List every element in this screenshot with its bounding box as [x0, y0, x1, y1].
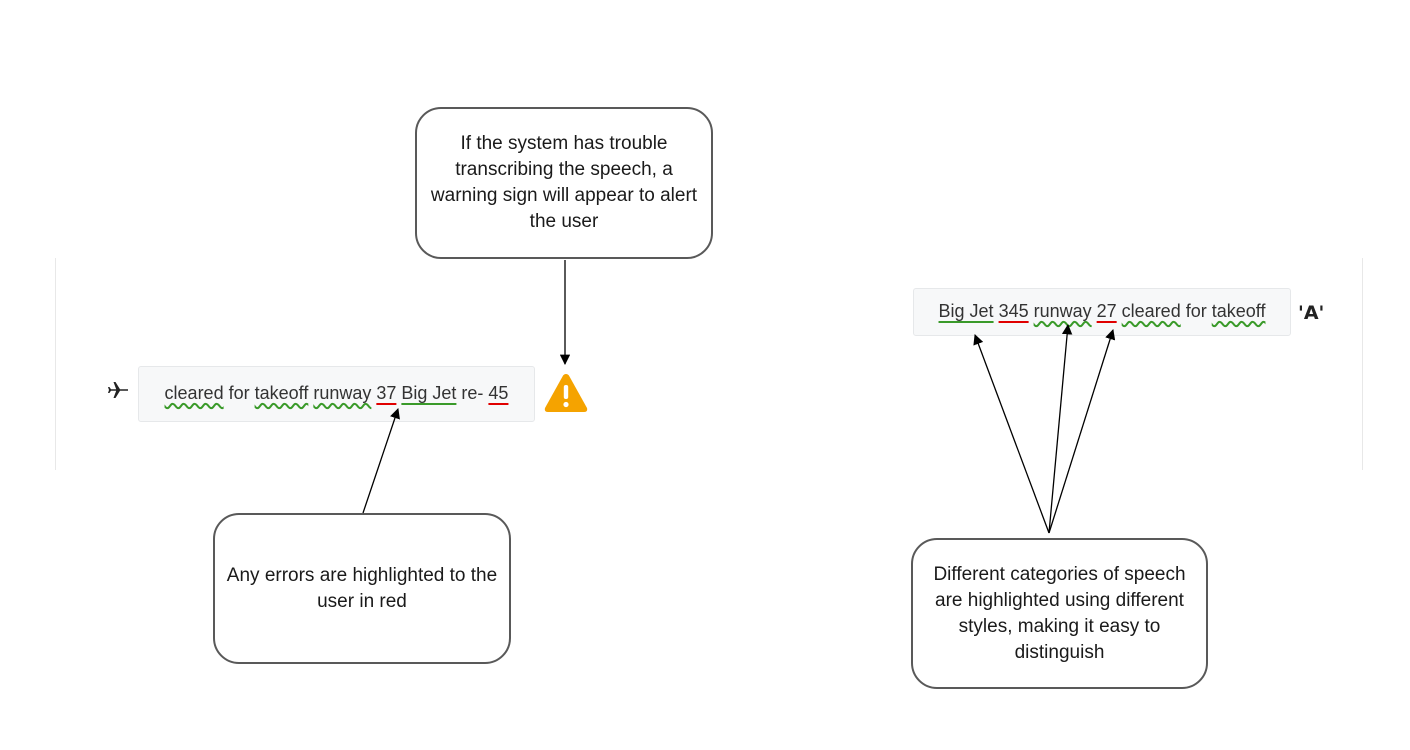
right-transcription-bubble: Big Jet 345 runway 27 cleared for takeof…	[913, 288, 1291, 336]
left-panel-edge	[55, 258, 56, 470]
warning-callout-text: If the system has trouble transcribing t…	[430, 133, 698, 232]
left-token-takeoff: takeoff	[254, 382, 309, 403]
arrow-to-27	[1048, 329, 1116, 534]
left-transcription-bubble: cleared for takeoff runway 37 Big Jet re…	[138, 366, 535, 422]
left-token-re: re-	[461, 382, 484, 403]
arrow-to-big-jet	[973, 334, 1050, 534]
warning-callout: If the system has trouble transcribing t…	[415, 107, 713, 259]
arrow-to-runway	[1048, 323, 1073, 534]
right-token-runway: runway	[1033, 300, 1092, 321]
right-token-takeoff: takeoff	[1211, 300, 1266, 321]
errors-callout-text: Any errors are highlighted to the user i…	[226, 564, 498, 612]
left-token-for: for	[228, 382, 250, 403]
right-token-27: 27	[1096, 300, 1117, 321]
radio-tower-glyph: 'A'	[1298, 302, 1325, 324]
left-token-big-jet: Big Jet	[401, 382, 457, 403]
right-token-for: for	[1185, 300, 1207, 321]
left-token-runway: runway	[313, 382, 372, 403]
categories-callout: Different categories of speech are highl…	[911, 538, 1208, 689]
left-token-45: 45	[488, 382, 509, 403]
right-panel-edge	[1362, 258, 1363, 470]
categories-callout-text: Different categories of speech are highl…	[933, 563, 1186, 663]
right-token-cleared: cleared	[1121, 300, 1181, 321]
right-token-big-jet: Big Jet	[938, 300, 994, 321]
arrow-to-error-37	[362, 408, 400, 514]
left-token-37: 37	[376, 382, 397, 403]
left-token-cleared: cleared	[164, 382, 224, 403]
warning-icon	[543, 372, 589, 414]
airplane-icon	[106, 378, 130, 402]
radio-tower-icon: 'A'	[1298, 300, 1330, 326]
errors-callout: Any errors are highlighted to the user i…	[213, 513, 511, 664]
right-token-345: 345	[998, 300, 1029, 321]
